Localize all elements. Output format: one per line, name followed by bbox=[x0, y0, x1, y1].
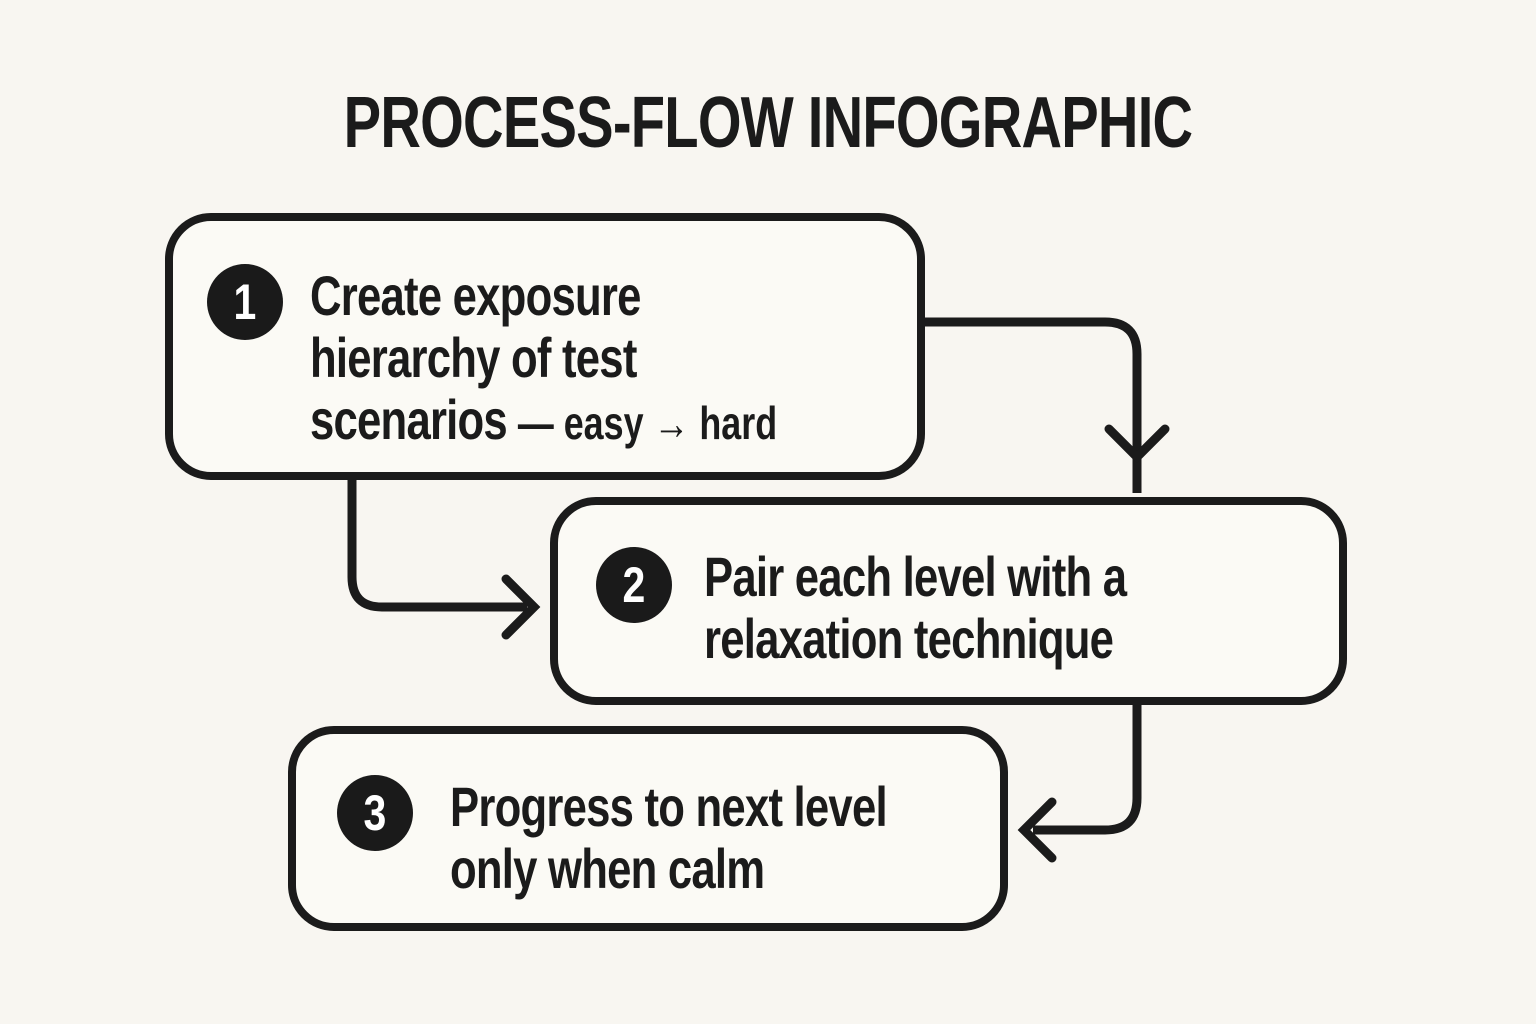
step-1-text: Create exposure hierarchy of test scenar… bbox=[310, 265, 777, 454]
step-3-number: 3 bbox=[363, 785, 387, 841]
step-1-line-2: hierarchy of test bbox=[310, 326, 637, 389]
connector-step1-to-step2-left bbox=[347, 477, 527, 612]
step-card-1: 1 Create exposure hierarchy of test scen… bbox=[165, 213, 925, 480]
connector-step2-to-step3-right bbox=[1033, 703, 1142, 835]
page-title: PROCESS-FLOW INFOGRAPHIC bbox=[343, 83, 1193, 163]
arrowhead-down-icon bbox=[1104, 424, 1170, 464]
connector-step1-to-step2-top bbox=[923, 317, 1142, 493]
step-2-number-badge: 2 bbox=[596, 547, 672, 623]
step-1-number: 1 bbox=[233, 274, 257, 330]
step-3-line-1: Progress to next level bbox=[450, 775, 888, 838]
step-1-line-3: scenarios bbox=[310, 388, 508, 451]
step-2-line-1: Pair each level with a bbox=[704, 545, 1127, 608]
arrowhead-right-icon bbox=[501, 574, 541, 640]
step-1-line-1: Create exposure bbox=[310, 264, 641, 327]
step-2-number: 2 bbox=[622, 557, 646, 613]
step-card-3: 3 Progress to next level only when calm bbox=[288, 726, 1008, 931]
step-card-2: 2 Pair each level with a relaxation tech… bbox=[550, 497, 1347, 705]
step-3-number-badge: 3 bbox=[337, 775, 413, 851]
arrowhead-left-icon bbox=[1017, 797, 1057, 863]
step-3-line-2: only when calm bbox=[450, 837, 765, 900]
step-2-text: Pair each level with a relaxation techni… bbox=[704, 545, 1127, 670]
step-1-suffix: — easy → hard bbox=[517, 397, 778, 449]
step-2-line-2: relaxation technique bbox=[704, 607, 1114, 670]
step-3-text: Progress to next level only when calm bbox=[450, 775, 888, 900]
step-1-number-badge: 1 bbox=[207, 264, 283, 340]
